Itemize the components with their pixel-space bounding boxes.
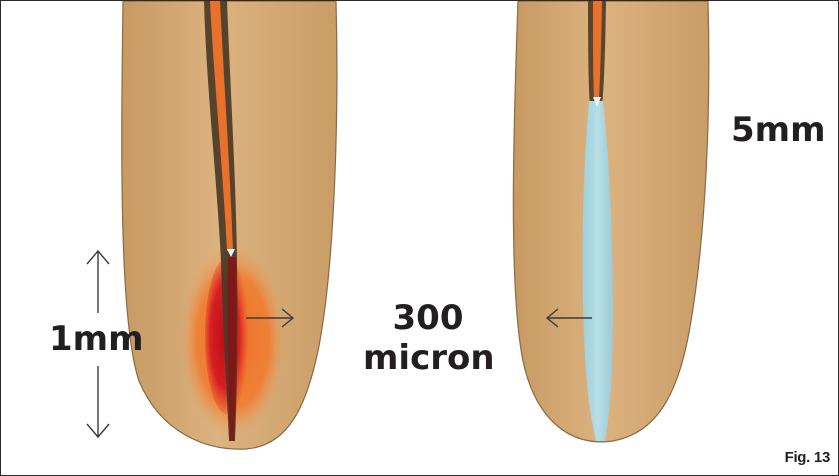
right-root (513, 1, 708, 442)
figure-caption: Fig. 13 (785, 449, 830, 466)
left-root (122, 1, 337, 449)
label-300: 300 (378, 301, 478, 335)
label-1mm: 1mm (49, 322, 144, 356)
label-micron: micron (363, 341, 495, 375)
label-5mm: 5mm (731, 113, 826, 147)
